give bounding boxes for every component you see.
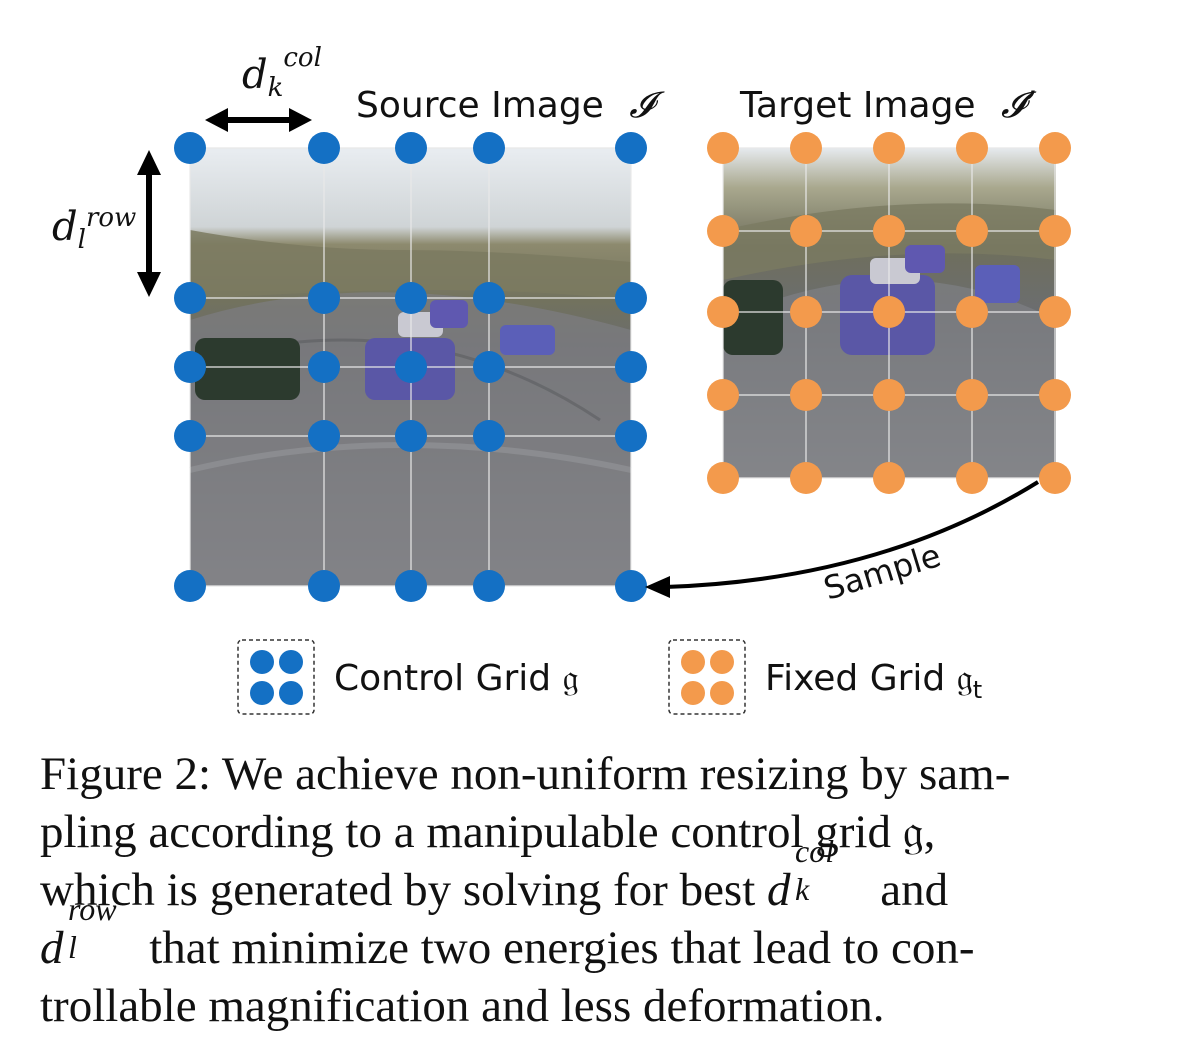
control-grid-point-r0-c0 [174,132,206,164]
legend-fixed-dot [681,650,705,674]
legend-fixed-dot [710,681,734,705]
legend-control-dot [250,650,274,674]
control-grid-point-r1-c0 [174,282,206,314]
control-grid-point-r1-c4 [615,282,647,314]
fixed-grid-point-r0-c3 [956,132,988,164]
control-grid-point-r3-c2 [395,420,427,452]
legend-fixed-dot [710,650,734,674]
sample-arrow [645,480,1040,598]
legend-control-grid: Control Grid 𝔤 [237,639,579,715]
fixed-grid-point-r3-c4 [1039,379,1071,411]
control-grid-point-r3-c0 [174,420,206,452]
target-car-green [723,280,783,355]
control-grid-point-r3-c4 [615,420,647,452]
fixed-grid-point-r4-c0 [707,462,739,494]
control-grid-point-r4-c3 [473,570,505,602]
drow-label: dlrow [52,203,136,255]
col-spacing-arrow [205,108,312,132]
figure-caption: Figure 2: We achieve non-uniform resizin… [40,745,1150,1035]
control-grid-point-r0-c1 [308,132,340,164]
target-title: Target Image 𝓘’ [739,85,1037,126]
fixed-grid-point-r2-c4 [1039,296,1071,328]
target-car-blue-small [905,245,945,273]
control-grid-point-r2-c2 [395,351,427,383]
caption-line-2: pling according to a manipulable control… [40,806,936,858]
figure-diagram: Source Image 𝓘 Target Image 𝓘’ dkcol dlr… [52,43,1071,715]
fixed-grid-point-r4-c1 [790,462,822,494]
fixed-grid-point-r0-c1 [790,132,822,164]
caption-line-3-start: which is generated by solving for best [40,864,756,916]
legend-fixed-label: Fixed Grid 𝔤t [765,658,982,704]
control-grid-point-r1-c3 [473,282,505,314]
legend-control-label: Control Grid 𝔤 [334,658,579,699]
legend-control-dot [279,650,303,674]
sample-label: Sample [819,536,945,607]
caption-line-5: trollable magnification and less deforma… [40,980,885,1032]
control-grid-point-r0-c3 [473,132,505,164]
legend-fixed-swatch-box [668,639,746,715]
row-spacing-arrow [137,150,161,297]
fixed-grid-point-r4-c3 [956,462,988,494]
fixed-grid-point-r1-c2 [873,215,905,247]
control-grid-point-r2-c0 [174,351,206,383]
legend-control-swatch-box [237,639,315,715]
fixed-grid-point-r2-c3 [956,296,988,328]
control-grid-point-r2-c4 [615,351,647,383]
control-grid-point-r1-c2 [395,282,427,314]
caption-line-3-end: and [880,864,949,916]
control-grid-point-r2-c3 [473,351,505,383]
fixed-grid-point-r3-c1 [790,379,822,411]
caption-line-4-text: that minimize two energies that lead to … [149,922,975,974]
source-title: Source Image 𝓘 [356,85,665,126]
legend-control-dot [250,681,274,705]
caption-line-1: Figure 2: We achieve non-uniform resizin… [40,748,1011,800]
fixed-grid-point-r2-c2 [873,296,905,328]
fixed-grid-point-r0-c0 [707,132,739,164]
fixed-grid-point-r0-c2 [873,132,905,164]
fixed-grid-point-r4-c2 [873,462,905,494]
dcol-label: dkcol [242,43,322,103]
control-grid-point-r2-c1 [308,351,340,383]
fixed-grid-point-r3-c0 [707,379,739,411]
caption-line-3: which is generated by solving for best d… [40,833,1150,919]
fixed-grid-point-r1-c3 [956,215,988,247]
car-blue [500,325,555,355]
fixed-grid-point-r2-c1 [790,296,822,328]
fixed-grid-point-r3-c2 [873,379,905,411]
control-grid-points [174,132,647,602]
car-blue-small [430,300,468,328]
control-grid-point-r1-c1 [308,282,340,314]
control-grid-point-r4-c2 [395,570,427,602]
control-grid-point-r3-c3 [473,420,505,452]
legend-fixed-grid: Fixed Grid 𝔤t [668,639,982,715]
fixed-grid-point-r1-c0 [707,215,739,247]
legend-fixed-dot [681,681,705,705]
fixed-grid-point-r0-c4 [1039,132,1071,164]
control-grid-point-r4-c0 [174,570,206,602]
fixed-grid-point-r4-c4 [1039,462,1071,494]
control-grid-point-r3-c1 [308,420,340,452]
target-car-blue [975,265,1020,303]
fixed-grid-point-r1-c4 [1039,215,1071,247]
control-grid-point-r0-c2 [395,132,427,164]
control-grid-point-r0-c4 [615,132,647,164]
fixed-grid-point-r1-c1 [790,215,822,247]
fixed-grid-point-r3-c3 [956,379,988,411]
legend-control-dot [279,681,303,705]
control-grid-point-r4-c1 [308,570,340,602]
fixed-grid-points [707,132,1071,494]
car-green [195,338,300,400]
fixed-grid-point-r2-c0 [707,296,739,328]
control-grid-point-r4-c4 [615,570,647,602]
